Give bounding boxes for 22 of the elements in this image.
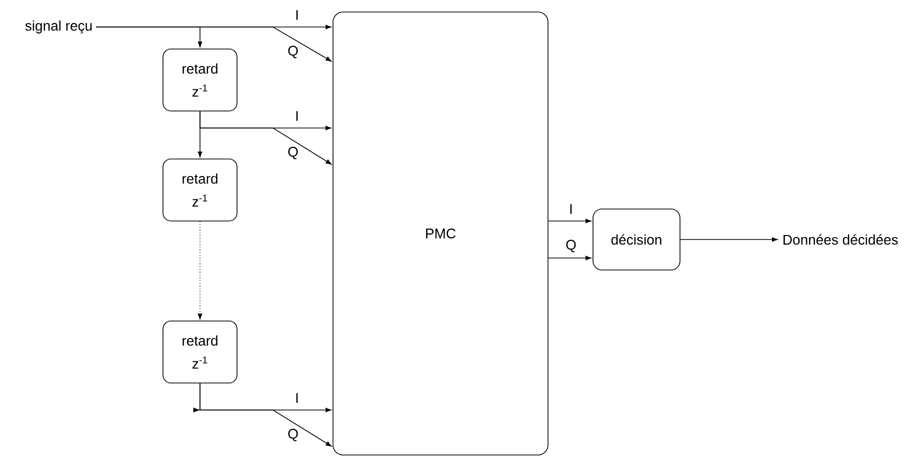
input-label: signal reçu bbox=[25, 20, 92, 34]
edge-label: Q bbox=[288, 146, 298, 160]
decision-box: décision bbox=[592, 208, 680, 270]
processor-box: PMC bbox=[332, 12, 548, 456]
arrow bbox=[193, 383, 332, 446]
delay-box: retard z$^{-1}$ bbox=[162, 48, 238, 112]
edge-label: Q bbox=[288, 428, 298, 442]
delay-box: retard z$^{-1}$ bbox=[162, 158, 238, 222]
arrow bbox=[198, 221, 202, 320]
edge-label: I bbox=[570, 204, 572, 214]
edge-label: Q bbox=[566, 240, 576, 252]
arrow bbox=[198, 111, 202, 158]
arrow bbox=[548, 256, 592, 260]
arrow bbox=[96, 26, 202, 48]
arrow bbox=[548, 218, 592, 224]
edge-label: I bbox=[296, 111, 298, 121]
arrow bbox=[680, 237, 778, 242]
edge-label: I bbox=[296, 393, 298, 403]
delay-box: retard z$^{-1}$ bbox=[162, 320, 238, 384]
output-label: Données décidées bbox=[784, 234, 898, 245]
edge-label: I bbox=[296, 10, 298, 20]
edge-label: Q bbox=[288, 46, 298, 58]
